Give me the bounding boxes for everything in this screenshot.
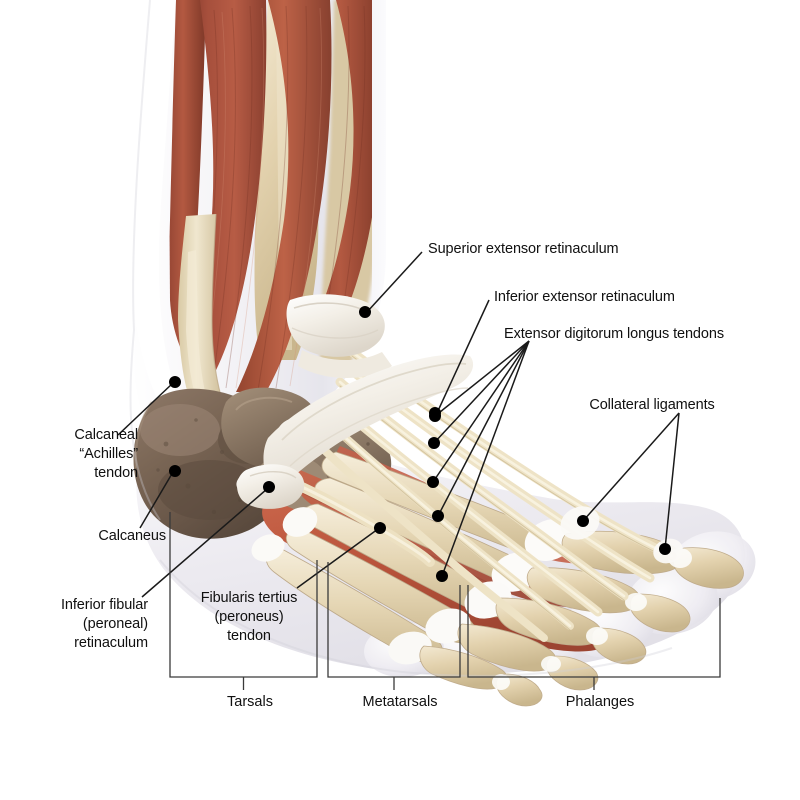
callout-dot-superior-extensor-retinaculum-0: [359, 306, 371, 318]
callout-label-calcaneus: Calcaneus: [0, 527, 166, 546]
callout-label-line: Superior extensor retinaculum: [428, 241, 619, 257]
callout-label-extensor-digitorum-longus-tendons: Extensor digitorum longus tendons: [504, 325, 724, 344]
callout-dot-calcaneal-achilles-tendon-0: [169, 376, 181, 388]
callout-label-fibularis-tertius-peroneus-tendon: Fibularis tertius (peroneus) tendon: [139, 589, 359, 646]
bracket-label-tarsals: Tarsals: [227, 694, 273, 710]
fibularis-tertius-tendon-art: [295, 481, 435, 567]
callout-label-collateral-ligaments: Collateral ligaments: [542, 396, 762, 415]
callout-dot-extensor-digitorum-longus-tendons-3: [432, 510, 444, 522]
silhouette-edge: [129, 0, 673, 677]
leader-line-collateral-ligaments-0: [582, 412, 680, 522]
bracket-label-metatarsals: Metatarsals: [362, 694, 438, 710]
callout-label-line: tendon: [94, 465, 138, 481]
callout-label-line: “Achilles”: [79, 446, 138, 462]
callout-label-line: Collateral ligaments: [589, 397, 715, 413]
callout-label-inferior-extensor-retinaculum: Inferior extensor retinaculum: [494, 288, 675, 307]
callout-label-line: (peroneus): [214, 609, 284, 625]
callout-label-superior-extensor-retinaculum: Superior extensor retinaculum: [428, 240, 619, 259]
callout-label-line: Fibularis tertius: [200, 590, 298, 606]
callout-label-line: Inferior fibular: [60, 597, 148, 613]
callout-dot-extensor-digitorum-longus-tendons-2: [427, 476, 439, 488]
callout-label-inferior-fibular-peroneal-retinaculum: Inferior fibular (peroneal) retinaculum: [0, 596, 148, 653]
callout-label-line: Inferior extensor retinaculum: [494, 289, 675, 305]
bracket-phalanges: [467, 585, 721, 678]
callout-label-line: Calcaneus: [98, 528, 166, 544]
callout-label-line: retinaculum: [74, 635, 148, 651]
leader-line-extensor-digitorum-longus-tendons-3: [437, 340, 530, 517]
leader-line-calcaneal-achilles-tendon: [117, 382, 174, 436]
leader-line-extensor-digitorum-longus-tendons-0: [434, 340, 530, 417]
callout-dot-collateral-ligaments-1: [659, 543, 671, 555]
callout-dot-extensor-digitorum-longus-tendons-4: [436, 570, 448, 582]
leader-line-extensor-digitorum-longus-tendons-1: [433, 340, 530, 444]
leader-line-extensor-digitorum-longus-tendons-4: [441, 340, 530, 577]
callout-dot-collateral-ligaments-0: [577, 515, 589, 527]
callout-dot-extensor-digitorum-longus-tendons-0: [429, 410, 441, 422]
callout-label-calcaneal-achilles-tendon: Calcaneal “Achilles” tendon: [0, 426, 138, 483]
interphalangeal-joints: [492, 548, 692, 690]
leader-line-inferior-extensor-retinaculum: [436, 299, 490, 414]
callout-label-line: tendon: [227, 628, 271, 644]
callout-dot-calcaneus-0: [169, 465, 181, 477]
leader-line-calcaneus: [139, 471, 174, 529]
callout-label-line: (peroneal): [82, 616, 148, 632]
bracket-label-phalanges: Phalanges: [565, 694, 635, 710]
calcaneal-achilles-tendon-art: [178, 213, 225, 407]
leader-line-extensor-digitorum-longus-tendons-2: [432, 340, 530, 483]
callout-label-line: Extensor digitorum longus tendons: [504, 326, 724, 342]
leader-line-superior-extensor-retinaculum: [366, 251, 423, 313]
callout-dot-extensor-digitorum-longus-tendons-1: [428, 437, 440, 449]
leader-line-inferior-fibular-peroneal-retinaculum: [141, 488, 268, 598]
leader-line-fibularis-tertius-peroneus-tendon: [296, 528, 379, 589]
callout-dot-fibularis-tertius-peroneus-tendon-0: [374, 522, 386, 534]
callout-dot-inferior-fibular-peroneal-retinaculum-0: [263, 481, 275, 493]
leader-line-collateral-ligaments-1: [664, 412, 680, 550]
callout-label-line: Calcaneal: [74, 427, 138, 443]
